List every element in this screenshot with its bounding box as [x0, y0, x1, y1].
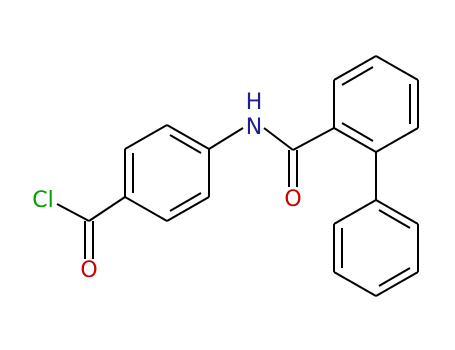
amide-linker: [208, 127, 335, 187]
acyl-chloride-group: [56, 196, 126, 259]
biphenyl-ring-lower: [333, 199, 419, 297]
nitrogen-label: N: [246, 115, 262, 140]
chlorine-label: Cl: [32, 188, 53, 213]
acyl-oxygen-label: O: [80, 258, 97, 283]
biphenyl-ring-upper: [333, 55, 419, 153]
hydrogen-label: H: [246, 90, 263, 115]
benzoyl-chloride-ring: [124, 124, 210, 222]
amide-oxygen-label: O: [284, 187, 301, 212]
